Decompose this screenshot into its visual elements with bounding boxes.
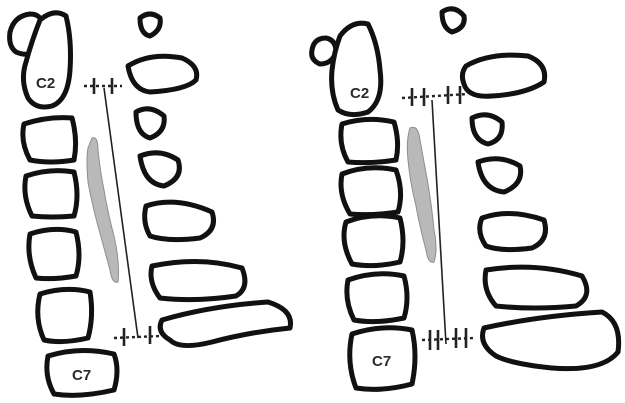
left-spine-diagram: C2 C7 [0, 0, 303, 403]
c7-label-right: C7 [372, 353, 391, 370]
c4-vertebral-body-right [341, 168, 401, 215]
c6-spinous-process-left [151, 261, 245, 299]
c6-vertebral-body-left [38, 289, 92, 341]
c3-spinous-process-right [472, 115, 502, 144]
c3-vertebral-body-right [341, 119, 398, 162]
c4-spinous-process-right [478, 159, 521, 192]
c6-vertebral-body-right [347, 274, 407, 322]
c1-posterior-arch-left [140, 14, 160, 36]
canal-line-left [104, 88, 138, 338]
ossified-ligament-right [407, 127, 436, 262]
c5-spinous-process-right [480, 213, 546, 249]
c5-vertebral-body-right [344, 216, 403, 266]
c2-spinous-process-right [462, 55, 544, 96]
c7-spinous-process-right [483, 312, 619, 369]
c3-spinous-process-left [136, 109, 164, 138]
left-spine-svg: C2 C7 [0, 0, 303, 403]
c7-spinous-process-left [160, 302, 290, 346]
c6-spinous-process-right [485, 267, 587, 308]
c4-vertebral-body-left [25, 171, 77, 217]
c2-label-right: C2 [350, 85, 369, 102]
c4-spinous-process-left [140, 153, 179, 186]
c7-label-left: C7 [72, 367, 91, 384]
right-spine-svg: C2 C7 [306, 0, 625, 403]
c2-spinous-process-left [128, 56, 197, 92]
canal-line-right [432, 100, 446, 344]
right-spine-diagram: C2 C7 [306, 0, 609, 403]
c1-posterior-arch-right [442, 9, 464, 32]
c5-spinous-process-left [145, 202, 214, 239]
c3-vertebral-body-left [23, 118, 76, 162]
c5-vertebral-body-left [29, 229, 79, 278]
c2-label-left: C2 [36, 75, 55, 92]
